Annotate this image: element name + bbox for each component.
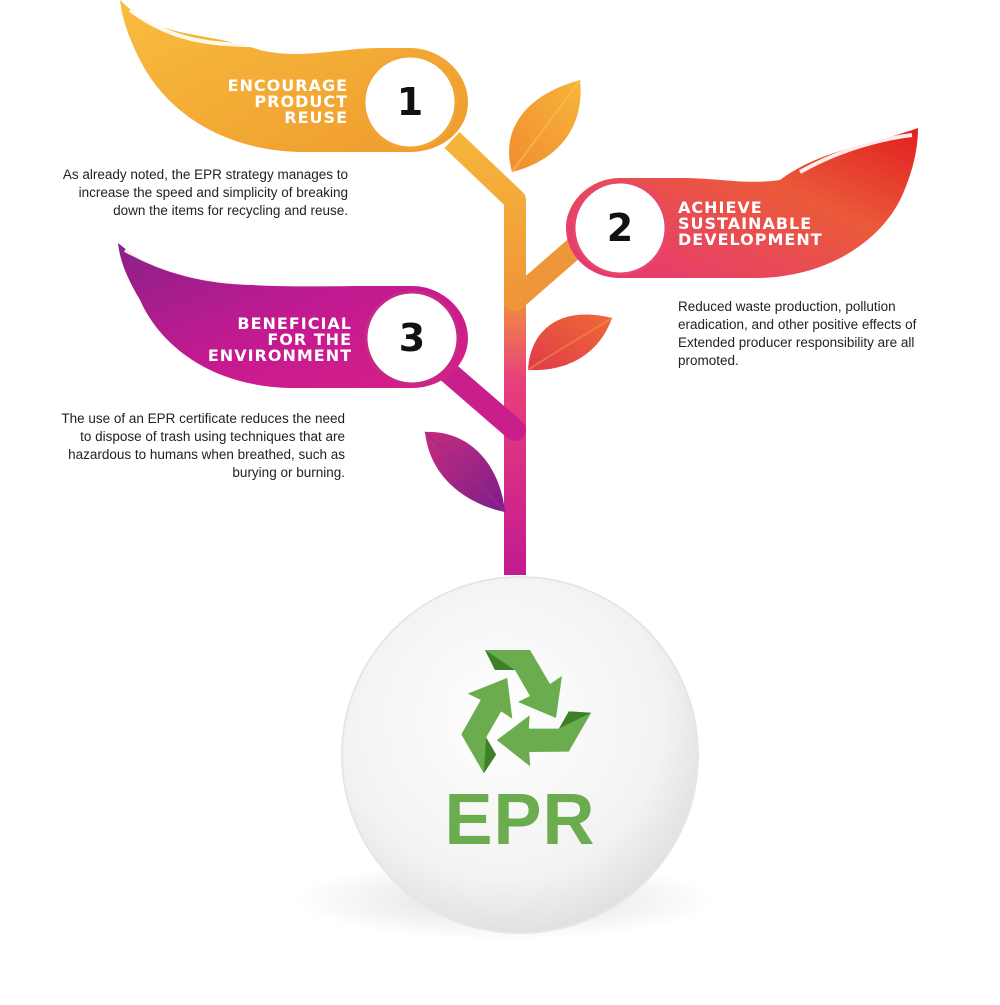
- step-description-1-line-3: down the items for recycling and reuse.: [113, 203, 348, 218]
- step-description-3-line-3: hazardous to humans when breathed, such …: [68, 447, 345, 462]
- step-title-1-line-1: ENCOURAGE: [227, 76, 348, 95]
- step-title-3-line-3: ENVIRONMENT: [207, 346, 352, 365]
- step-title-1: ENCOURAGE PRODUCT REUSE: [200, 78, 348, 126]
- leaf-banner-2: [566, 128, 918, 278]
- step-description-2: Reduced waste production, pollution erad…: [678, 298, 968, 370]
- step-description-3-line-1: The use of an EPR certificate reduces th…: [61, 411, 345, 426]
- step-title-2-line-3: DEVELOPMENT: [678, 230, 823, 249]
- plant-stem: [437, 132, 589, 575]
- epr-badge: [295, 576, 715, 940]
- step-description-2-line-1: Reduced waste production, pollution: [678, 299, 896, 314]
- step-description-2-line-2: eradication, and other positive effects …: [678, 317, 917, 332]
- step-description-1-line-1: As already noted, the EPR strategy manag…: [62, 167, 348, 182]
- step-title-2-line-1: ACHIEVE: [678, 198, 763, 217]
- step-number-3: 3: [398, 316, 426, 360]
- step-number-2: 2: [606, 206, 634, 250]
- step-description-3-line-4: burying or burning.: [232, 465, 345, 480]
- step-description-1: As already noted, the EPR strategy manag…: [40, 166, 348, 220]
- step-description-2-line-4: promoted.: [678, 353, 739, 368]
- leaf-banner-1: [120, 0, 468, 152]
- step-title-3-line-2: FOR THE: [267, 330, 352, 349]
- step-title-1-line-2: PRODUCT: [254, 92, 348, 111]
- step-title-2: ACHIEVE SUSTAINABLE DEVELOPMENT: [678, 200, 838, 248]
- step-description-3: The use of an EPR certificate reduces th…: [40, 410, 345, 482]
- step-title-3-line-1: BENEFICIAL: [237, 314, 352, 333]
- step-description-1-line-2: increase the speed and simplicity of bre…: [78, 185, 348, 200]
- step-title-3: BENEFICIAL FOR THE ENVIRONMENT: [200, 316, 352, 364]
- recycle-icon: [461, 650, 592, 774]
- step-description-3-line-2: to dispose of trash using techniques tha…: [80, 429, 345, 444]
- leaf-banner-3: [118, 243, 468, 388]
- step-title-2-line-2: SUSTAINABLE: [678, 214, 813, 233]
- step-description-2-line-3: Extended producer responsibility are all: [678, 335, 915, 350]
- step-number-1: 1: [396, 80, 424, 124]
- epr-logo-text: EPR: [444, 780, 596, 860]
- step-title-1-line-3: REUSE: [284, 108, 348, 127]
